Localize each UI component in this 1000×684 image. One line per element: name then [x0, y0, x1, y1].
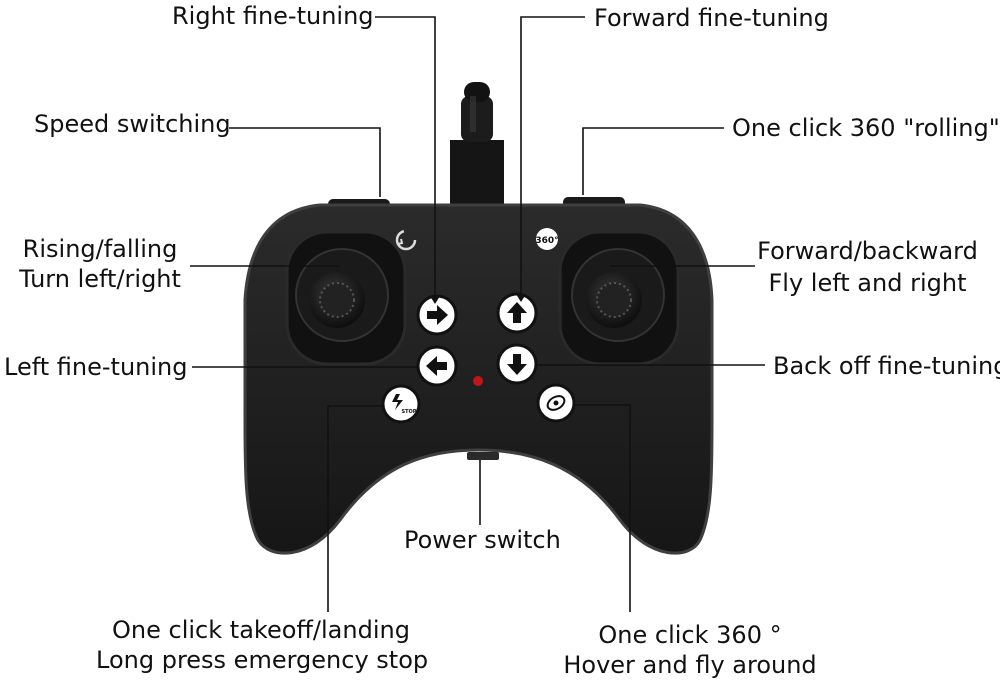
- label-one-click-360-rolling: One click 360 "rolling": [732, 114, 1000, 142]
- antenna: [450, 82, 504, 210]
- label-emergency-stop: Long press emergency stop: [96, 646, 429, 674]
- svg-text:360°: 360°: [535, 236, 558, 246]
- rotate-360-icon: 360°: [535, 228, 559, 250]
- return-icon: [395, 229, 417, 251]
- power-switch[interactable]: [467, 452, 499, 460]
- hover-360-button[interactable]: [536, 383, 576, 423]
- back-trim-button[interactable]: [496, 343, 538, 385]
- forward-trim-button[interactable]: [496, 292, 538, 334]
- svg-text:STOP: STOP: [402, 409, 417, 415]
- label-forward-backward: Forward/backward: [757, 237, 978, 265]
- label-rising-falling: Rising/falling: [22, 235, 178, 263]
- left-joystick[interactable]: [285, 230, 407, 366]
- left-trim-button[interactable]: [416, 345, 458, 387]
- label-turn-left-right: Turn left/right: [19, 265, 181, 293]
- label-right-fine-tuning: Right fine-tuning: [172, 2, 374, 30]
- right-trim-button[interactable]: [416, 294, 458, 336]
- label-forward-fine-tuning: Forward fine-tuning: [594, 4, 829, 32]
- power-led: [473, 376, 483, 386]
- label-takeoff-landing: One click takeoff/landing: [112, 616, 410, 644]
- label-fly-left-right: Fly left and right: [768, 269, 967, 297]
- label-hover-fly-around: Hover and fly around: [563, 651, 817, 679]
- label-left-fine-tuning: Left fine-tuning: [4, 353, 188, 381]
- right-joystick[interactable]: [558, 230, 680, 366]
- arrowhead: [516, 294, 526, 302]
- label-speed-switching: Speed switching: [34, 110, 231, 138]
- label-back-off-fine-tuning: Back off fine-tuning: [773, 352, 1000, 380]
- takeoff-landing-button[interactable]: STOP: [381, 384, 421, 424]
- label-power-switch: Power switch: [404, 526, 561, 554]
- label-one-click-360: One click 360 °: [598, 621, 782, 649]
- arrowhead: [430, 296, 440, 304]
- leader-lines: [190, 16, 765, 612]
